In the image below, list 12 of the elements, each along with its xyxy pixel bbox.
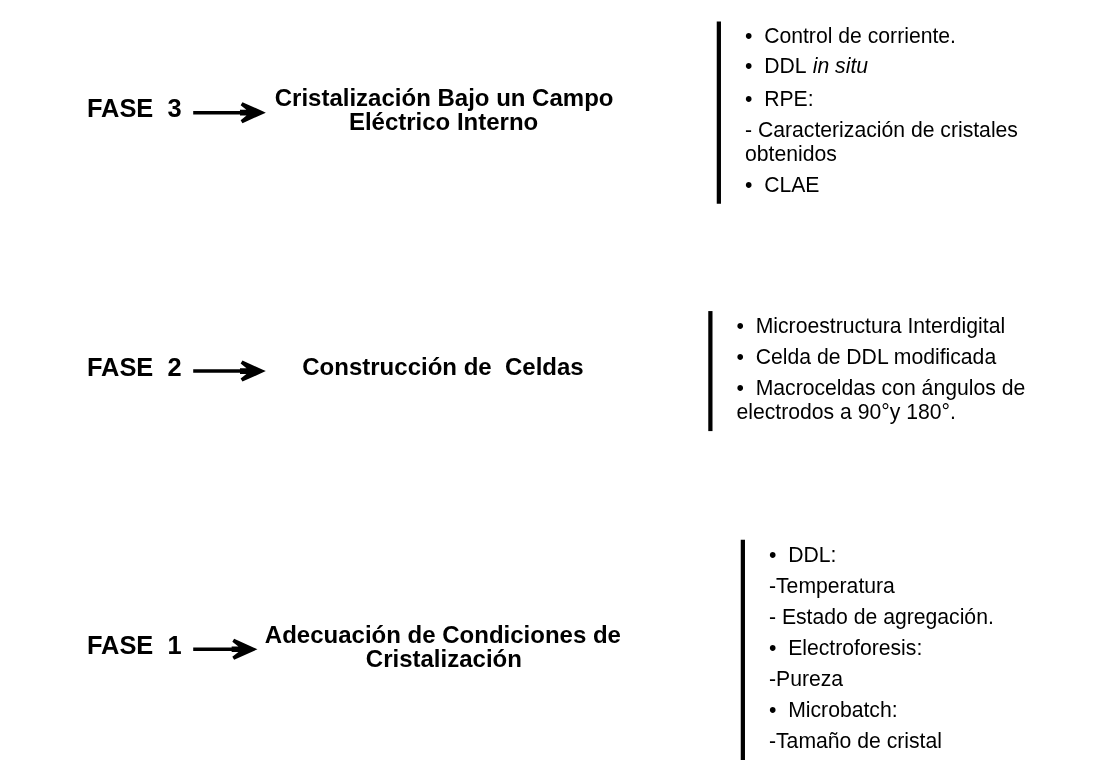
node-text: FASE 2: [86, 352, 182, 381]
node-text: • DDL: -Temperatura - Estado de agregación. • Electroforesis: -Pureza • Microbatch: -Tamaño de cristal: [768, 542, 994, 753]
arrow: [192, 102, 263, 124]
node-text: • Microestructura Interdigital • Celda de DDL modificada • Macroceldas con ángulos de electrodos a 90°y 180°.: [736, 313, 1025, 424]
arrow: [192, 360, 263, 382]
node-text: Construcción de Celdas: [301, 353, 584, 381]
node-text: FASE 1: [86, 631, 182, 660]
node-text: • Control de corriente. • DDL in situ • RPE: - Caracterización de cristales obtenidos • CLAE: [744, 24, 1018, 196]
arrow: [192, 638, 255, 660]
node-text: Adecuación de Condiciones de Cristalización: [264, 621, 621, 673]
node-text: FASE 3: [86, 94, 182, 123]
node-text: Cristalización Bajo un Campo Eléctrico Interno: [274, 84, 613, 136]
